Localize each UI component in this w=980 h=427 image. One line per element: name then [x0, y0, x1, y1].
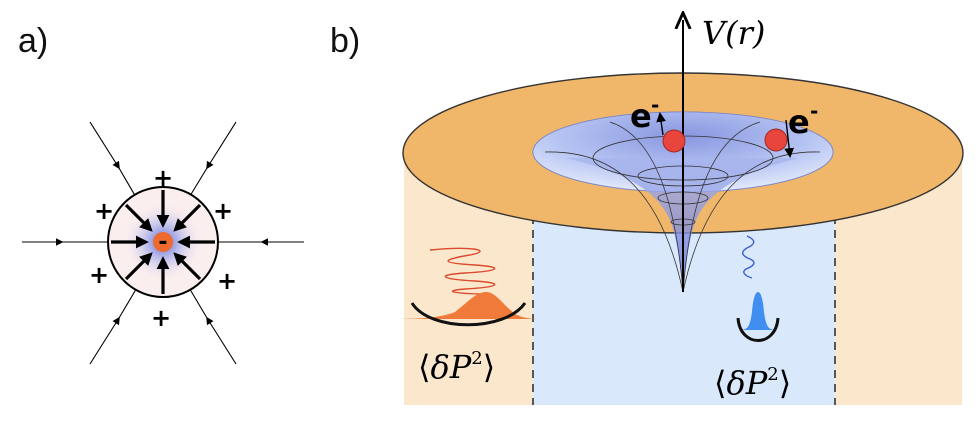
panel-a-label: a) — [18, 22, 48, 60]
field-line — [206, 316, 237, 365]
electron-sphere — [764, 128, 788, 152]
superscript: 2 — [471, 348, 482, 369]
spin-arrow — [784, 119, 795, 158]
harmonic-well-right — [736, 317, 780, 342]
electron-charge-sup: - — [651, 93, 659, 117]
bracket-close: ⟩ — [483, 348, 495, 386]
funnel-meridian — [544, 151, 684, 293]
expectation-left: ⟨δP2⟩ — [418, 348, 495, 386]
electron-charge-sup: - — [810, 99, 818, 123]
polarization-arrow — [173, 252, 202, 281]
panel-a: a) — [18, 22, 304, 365]
delta-p: δP — [726, 364, 767, 402]
electron-left: e - — [630, 93, 686, 153]
funnel-contours — [544, 121, 821, 293]
minus-sign: - — [158, 230, 167, 255]
gaussian-right — [740, 292, 776, 330]
plus-sign: + — [89, 261, 109, 289]
field-line — [89, 121, 120, 170]
bracket-close: ⟩ — [779, 364, 791, 402]
expectation-right: ⟨δP2⟩ — [714, 364, 791, 402]
panel-b-label: b) — [330, 22, 360, 60]
delta-p: δP — [430, 348, 471, 386]
funnel-meridian — [609, 121, 684, 293]
panel-b: b) V(r) e - — [330, 14, 964, 405]
polarization-arrow — [173, 203, 202, 232]
plus-sign: + — [213, 197, 233, 225]
field-line — [89, 316, 120, 365]
electron-right: e - — [764, 99, 818, 158]
electron-label: e — [788, 103, 810, 141]
funnel-meridian — [682, 151, 821, 293]
central-charge — [153, 232, 173, 252]
polarization-arrow — [124, 252, 153, 281]
polarization-arrows — [111, 190, 215, 294]
plus-sign: + — [151, 304, 171, 332]
wave-left — [429, 247, 496, 295]
superscript: 2 — [767, 364, 778, 385]
gaussian-left — [386, 292, 540, 319]
bracket-open: ⟨ — [418, 348, 430, 386]
axis-label: V(r) — [702, 14, 765, 52]
harmonic-well-left — [410, 302, 527, 327]
electron-label: e — [630, 97, 652, 135]
electron-sphere — [662, 129, 686, 153]
bracket-open: ⟨ — [714, 364, 726, 402]
spin-arrow — [656, 112, 666, 136]
external-field-lines — [22, 121, 304, 365]
field-line — [118, 285, 139, 319]
funnel-meridian — [682, 121, 761, 293]
plus-sign: + — [153, 164, 173, 192]
surface-charges: + + + + + + — [89, 164, 237, 332]
polarization-arrow — [124, 203, 153, 232]
wave-right — [742, 235, 755, 279]
field-line — [187, 285, 208, 319]
plus-sign: + — [94, 197, 114, 225]
plus-sign: + — [217, 267, 237, 295]
field-line — [206, 121, 237, 170]
